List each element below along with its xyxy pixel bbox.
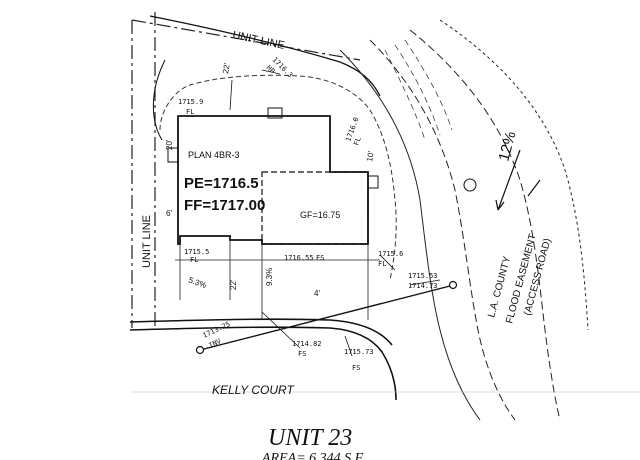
chimney-box [267, 107, 283, 119]
elev-1715-73: 1715.73 [344, 348, 374, 356]
elev-1713-25-code: INV [207, 337, 223, 350]
elev-1714-82: 1714.82 [292, 340, 322, 348]
slope-5-3: 5.3% [187, 275, 207, 290]
elev-1715-9: 1715.9 [178, 98, 203, 106]
drain-line [199, 285, 451, 351]
easement-line-3 [409, 29, 561, 421]
outlet-marker [448, 280, 458, 290]
dim-22-top: 22' [221, 62, 232, 74]
unit-line-top-label: UNIT LINE [231, 29, 285, 52]
elev-1716-55-code: FS [316, 254, 324, 262]
elev-1714-73: 1714.73 [408, 282, 438, 290]
unit-boundary-line [131, 12, 361, 328]
easement-line-4 [439, 19, 589, 331]
side-box [367, 175, 379, 189]
pe-label: PE=1716.5 [184, 175, 259, 192]
easement-line-2 [369, 39, 516, 421]
elev-1716-55: 1716.55 [284, 254, 314, 262]
elev-1713-25: 1713.25 [201, 320, 231, 340]
leader-lines [229, 69, 441, 357]
slope-arrow [495, 149, 521, 211]
swale-outline [159, 74, 397, 281]
elev-1714-82-code: FS [298, 350, 306, 358]
dim-22-bottom: 22' [229, 279, 238, 290]
dim-10-side: 10' [365, 150, 376, 162]
dim-20: 20' [165, 139, 174, 150]
slope-arrow-2 [527, 179, 541, 197]
easement-line-1 [339, 49, 481, 421]
street-curb-top [129, 318, 393, 346]
rear-curve-line [152, 59, 166, 141]
unit-title: UNIT 23 [268, 425, 352, 451]
slope-percent-label: 12% [495, 130, 519, 163]
left-box [167, 147, 179, 163]
setback-lines [175, 240, 380, 320]
street-name-label: KELLY COURT [212, 383, 295, 397]
tree-symbol [463, 178, 477, 192]
elev-1716-3-code: HP [265, 64, 277, 76]
elev-1715-6-code: FL [378, 260, 386, 268]
unit-line-left-label: UNIT LINE [141, 215, 153, 268]
ff-label: FF=1717.00 [184, 197, 265, 214]
dim-6: 6' [166, 209, 172, 218]
elev-1715-73-code: FS [352, 364, 360, 372]
gf-label: GF=16.75 [300, 210, 340, 220]
elev-1715-5-code: FL [190, 256, 198, 264]
contour-lines [384, 39, 453, 141]
elev-1715-53: 1715.53 [408, 272, 438, 280]
garage-outline [261, 171, 369, 245]
street-curb-bottom [129, 326, 397, 401]
top-unit-line [149, 15, 381, 97]
elev-1715-5: 1715.5 [184, 248, 209, 256]
inlet-marker [195, 345, 205, 355]
unit-area: AREA= 6,344 S.F. [261, 451, 365, 460]
elev-1715-6: 1715.6 [378, 250, 403, 258]
elev-1716-0-code: FL [352, 136, 362, 147]
plan-name-label: PLAN 4BR-3 [188, 150, 240, 160]
slope-9-3: 9.3% [265, 268, 274, 286]
elev-1715-9-code: FL [186, 108, 194, 116]
dim-4: 4' [314, 289, 320, 298]
